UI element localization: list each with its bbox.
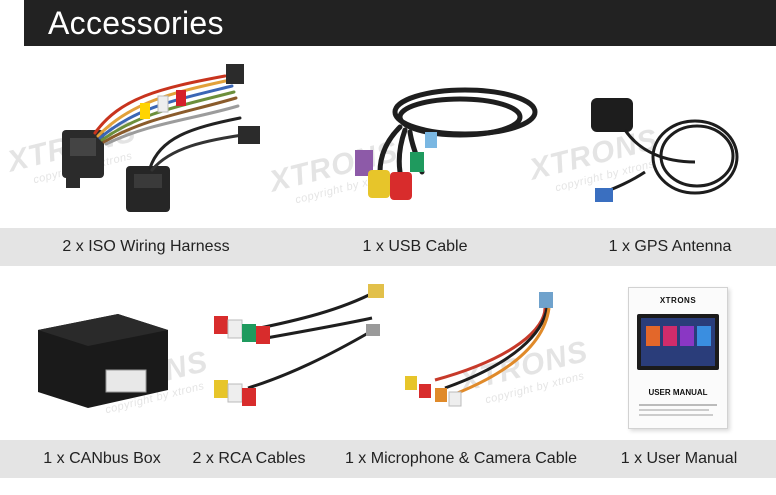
caption-microphone-camera-cable: 1 x Microphone & Camera Cable xyxy=(344,450,578,467)
caption-rca-cables: 2 x RCA Cables xyxy=(192,450,306,467)
rca-cables-image xyxy=(214,284,384,406)
caption-user-manual: 1 x User Manual xyxy=(620,450,738,467)
caption-gps-antenna: 1 x GPS Antenna xyxy=(608,238,732,255)
caption-usb-cable: 1 x USB Cable xyxy=(362,238,468,255)
caption-bar-top: 2 x ISO Wiring Harness 1 x USB Cable 1 x… xyxy=(0,228,776,266)
manual-brand: XTRONS xyxy=(659,296,697,305)
manual-screen-graphic xyxy=(637,314,719,370)
header-accent xyxy=(0,0,24,46)
user-manual-image: XTRONS USER MANUAL xyxy=(628,287,728,429)
caption-canbus-box: 1 x CANbus Box xyxy=(43,450,161,467)
caption-iso-wiring-harness: 2 x ISO Wiring Harness xyxy=(62,238,230,255)
page-title: Accessories xyxy=(48,5,224,41)
microphone-camera-cable-image xyxy=(405,292,553,407)
caption-bar-bottom: 1 x CANbus Box 2 x RCA Cables 1 x Microp… xyxy=(0,440,776,478)
header-bar: Accessories xyxy=(0,0,776,46)
iso-wiring-harness-image xyxy=(62,64,260,212)
usb-cable-image xyxy=(355,87,538,200)
canbus-box-image xyxy=(38,314,168,408)
gps-antenna-image xyxy=(591,98,739,202)
manual-title: USER MANUAL xyxy=(648,388,708,397)
